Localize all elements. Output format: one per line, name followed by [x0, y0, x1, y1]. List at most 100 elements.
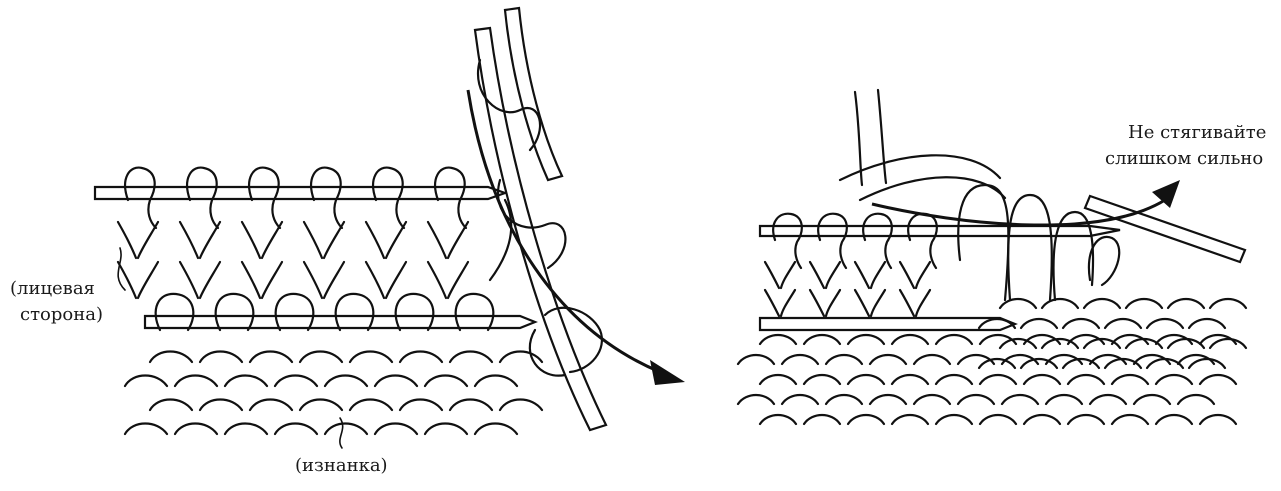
purl-bump — [400, 352, 442, 363]
purl-bump — [1084, 299, 1120, 308]
purl-bump — [1046, 395, 1082, 404]
purl-bump — [225, 424, 267, 435]
purl-bump — [892, 375, 928, 384]
purl-bump — [1021, 319, 1057, 328]
purl-bump — [1024, 415, 1060, 424]
knit-v — [916, 290, 930, 316]
purl-bump — [892, 335, 928, 344]
purl-bump — [1189, 319, 1225, 328]
purl-bump — [826, 395, 862, 404]
knit-v — [138, 262, 158, 298]
knit-v — [448, 222, 468, 258]
left-panel — [95, 8, 685, 448]
purl-bump — [848, 415, 884, 424]
purl-bump — [325, 424, 367, 435]
purl-bump — [500, 352, 542, 363]
purl-bump — [200, 400, 242, 411]
purl-bump — [958, 395, 994, 404]
tension-note-line1: Не стягивайте — [1128, 122, 1266, 144]
purl-bump — [200, 352, 242, 363]
purl-bump — [870, 395, 906, 404]
purl-bump — [914, 395, 950, 404]
purl-bump — [826, 355, 862, 364]
small-loop — [818, 214, 847, 268]
knit-v — [180, 262, 198, 298]
purl-bump — [350, 400, 392, 411]
right-small-loops — [773, 214, 937, 268]
purl-bump — [150, 400, 192, 411]
purl-bump — [1021, 359, 1057, 368]
purl-bump — [425, 424, 467, 435]
purl-bump — [936, 415, 972, 424]
right-yarn-strand — [878, 90, 886, 183]
knit-v — [871, 290, 885, 316]
purl-bump — [1068, 415, 1104, 424]
left-knit-fabric — [118, 222, 468, 298]
knit-v — [386, 262, 406, 298]
knit-v — [200, 262, 220, 298]
purl-bump — [450, 352, 492, 363]
purl-bump — [475, 376, 517, 387]
purl-bump — [1210, 299, 1246, 308]
small-loop — [908, 214, 937, 268]
purl-bump — [1068, 375, 1104, 384]
knit-v — [324, 222, 344, 258]
purl-bump — [914, 355, 950, 364]
purl-bump — [300, 400, 342, 411]
knit-v — [916, 262, 930, 288]
purl-bump — [760, 415, 796, 424]
knit-v — [242, 222, 260, 258]
knit-v — [781, 262, 795, 288]
purl-bump — [892, 415, 928, 424]
right-knit-fabric — [765, 262, 930, 316]
purl-bump — [804, 335, 840, 344]
knit-v — [810, 262, 824, 288]
knit-v — [304, 262, 322, 298]
purl-bump — [1156, 415, 1192, 424]
right-side-label-line1: (лицевая — [10, 278, 95, 300]
knit-v — [810, 290, 824, 316]
purl-bump — [250, 352, 292, 363]
right-lower-needle — [760, 318, 1015, 330]
purl-bump — [275, 376, 317, 387]
knit-v — [826, 290, 840, 316]
purl-bump — [350, 352, 392, 363]
purl-bump — [150, 352, 192, 363]
purl-bump — [738, 395, 774, 404]
knit-v — [304, 222, 322, 258]
wrong-side-label: (изнанка) — [295, 455, 388, 477]
small-loop — [863, 214, 892, 268]
knit-v — [781, 290, 795, 316]
purl-bump — [782, 355, 818, 364]
tension-note-line2: слишком сильно — [1105, 148, 1263, 170]
purl-bump — [1134, 395, 1170, 404]
knit-v — [118, 262, 136, 298]
purl-bump — [1156, 375, 1192, 384]
knit-v — [826, 262, 840, 288]
wrong-side-leader — [340, 418, 343, 448]
knit-v — [262, 222, 282, 258]
purl-bump — [375, 424, 417, 435]
purl-bump — [782, 395, 818, 404]
knit-v — [871, 262, 885, 288]
purl-bump — [175, 376, 217, 387]
knit-v — [324, 262, 344, 298]
purl-bump — [275, 424, 317, 435]
knit-v — [180, 222, 198, 258]
purl-bump — [1147, 319, 1183, 328]
purl-bump — [979, 359, 1015, 368]
purl-bump — [936, 335, 972, 344]
purl-bump — [250, 400, 292, 411]
purl-bump — [1210, 339, 1246, 348]
purl-bump — [425, 376, 467, 387]
purl-bump — [475, 424, 517, 435]
knit-v — [200, 222, 220, 258]
right-horizontal-needle — [760, 196, 1245, 262]
knit-v — [765, 290, 779, 316]
knit-v — [262, 262, 282, 298]
purl-bump — [1042, 299, 1078, 308]
purl-bump — [760, 335, 796, 344]
left-middle-needle — [145, 316, 535, 328]
left-purl-fabric — [125, 352, 542, 435]
